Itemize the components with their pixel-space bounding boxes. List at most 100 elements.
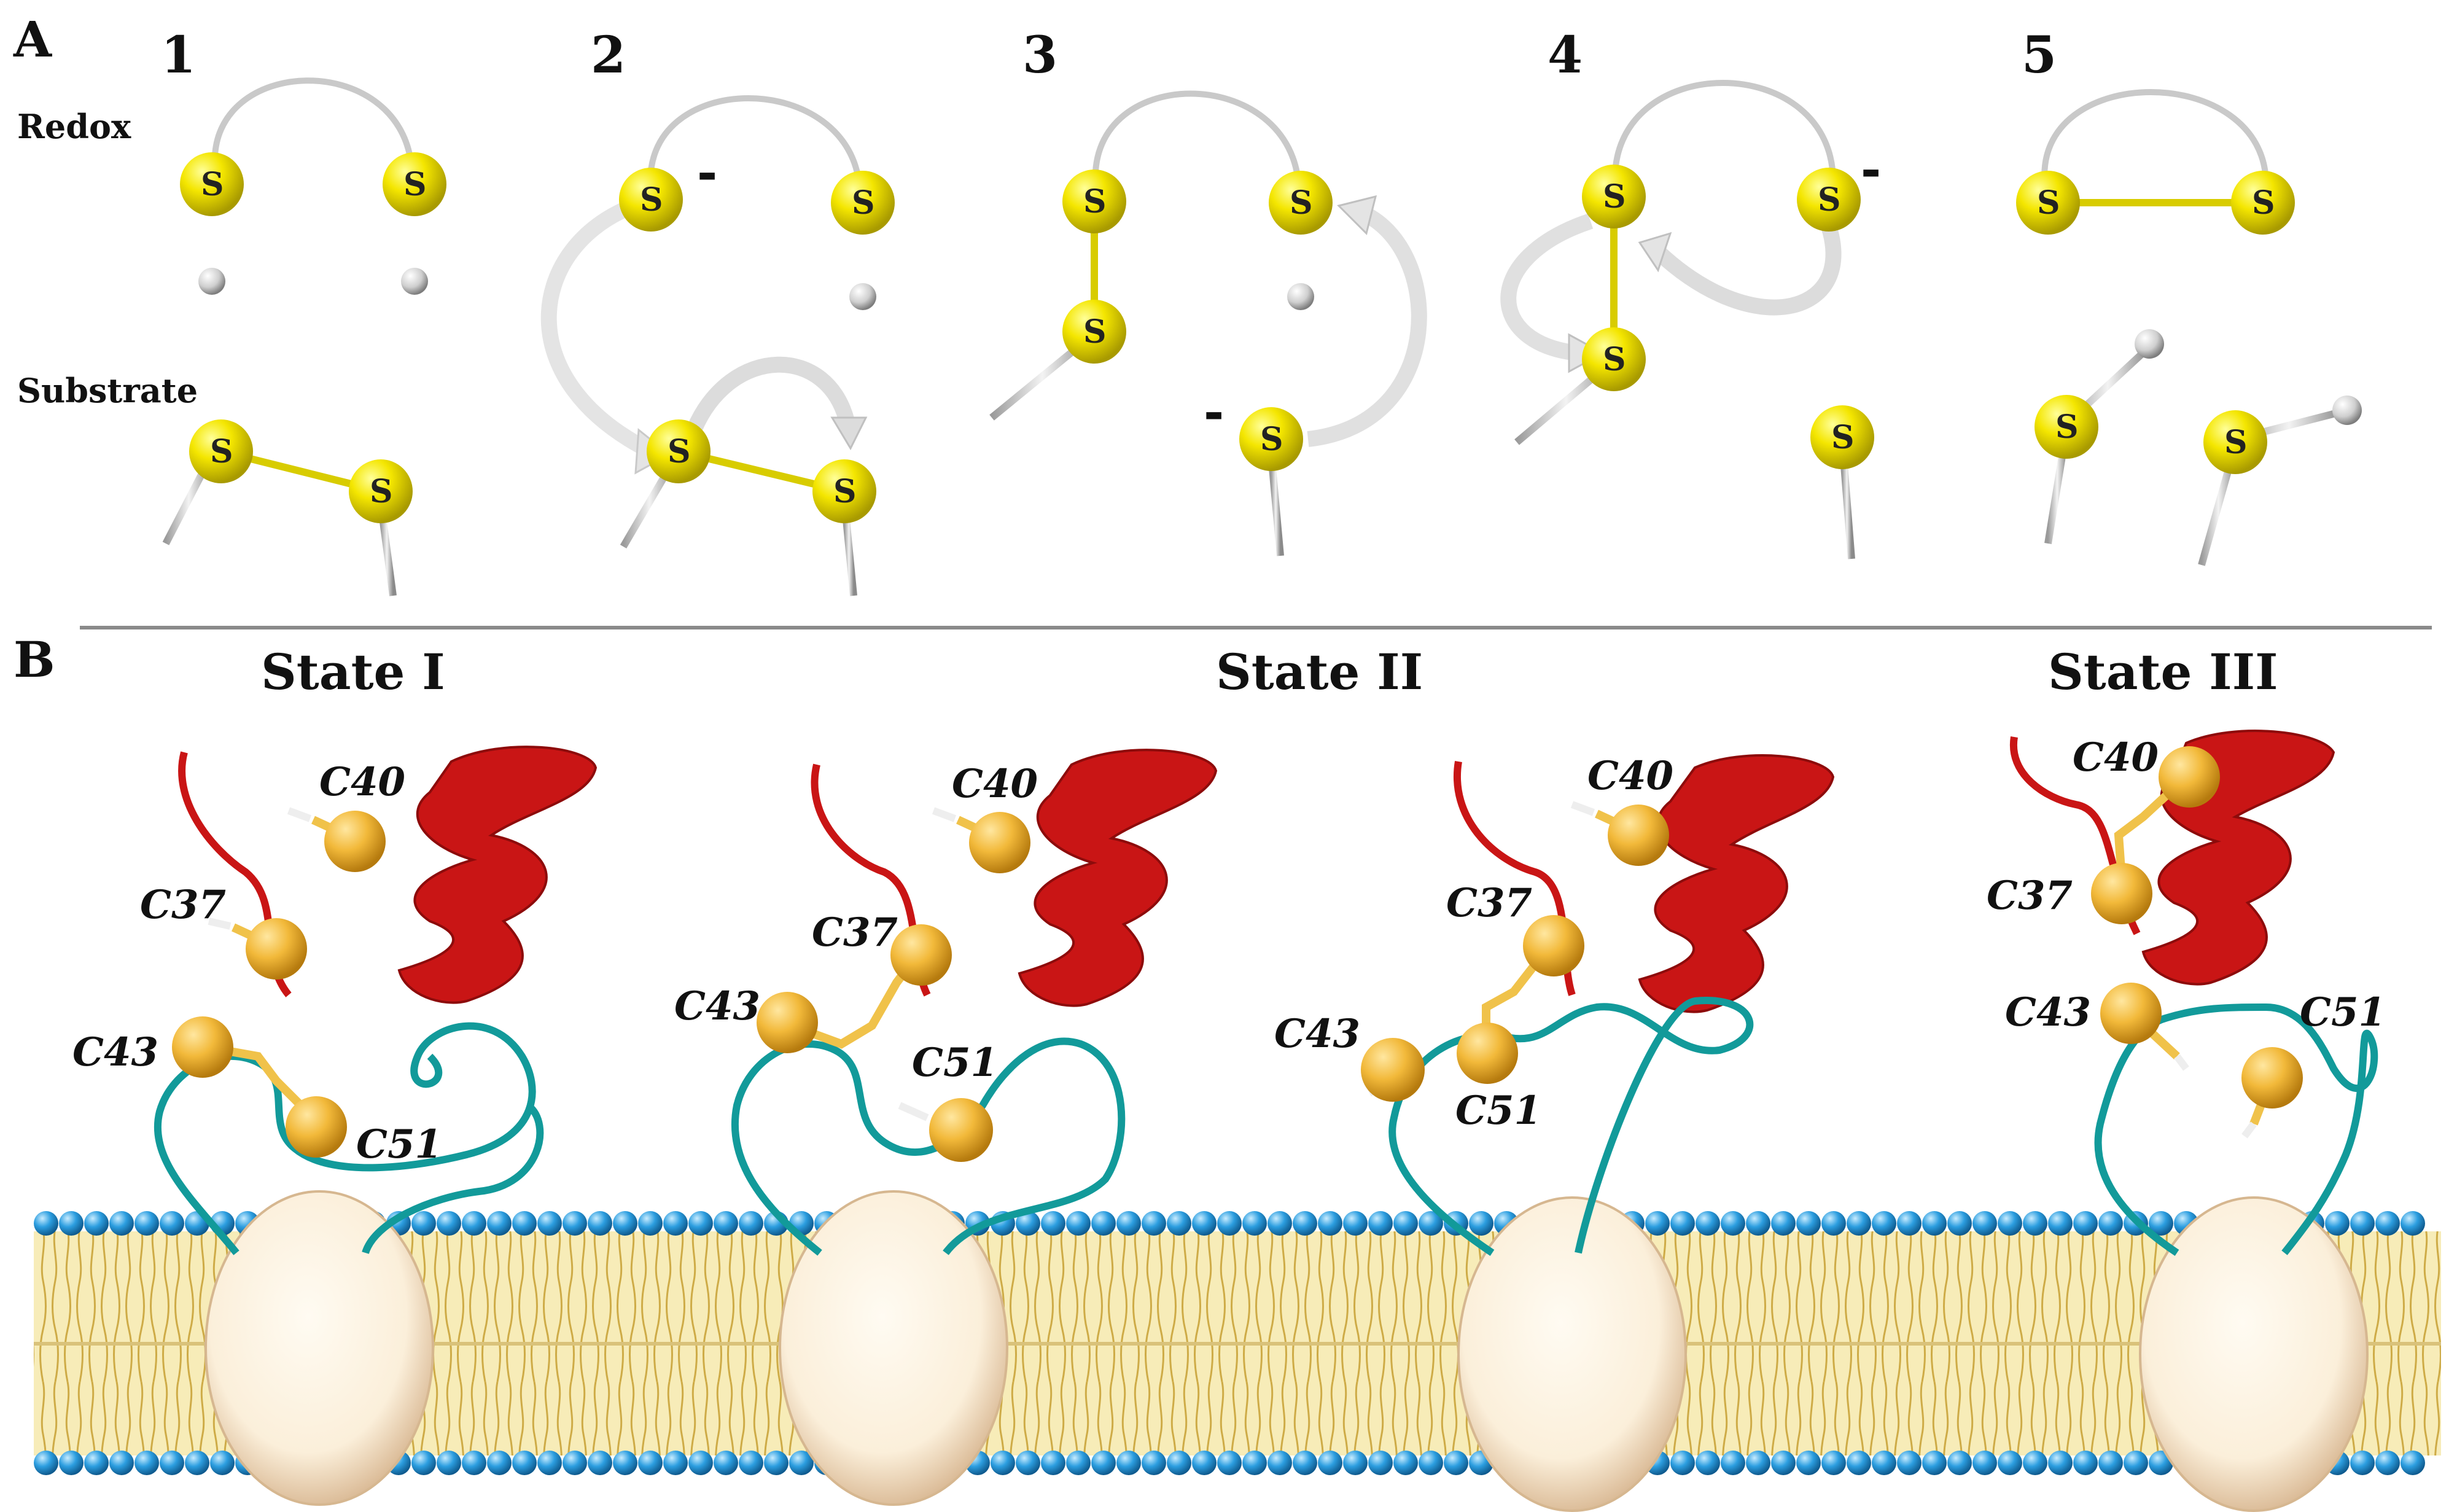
lipid-head — [1872, 1451, 1896, 1475]
lipid-head — [1419, 1451, 1443, 1475]
lipid-head — [1368, 1211, 1393, 1236]
lipid-head — [1091, 1451, 1116, 1475]
lipid-head — [1318, 1211, 1342, 1236]
step-number-3: 3 — [1022, 26, 1057, 85]
step-4-diagram: S S S - S — [1500, 80, 1881, 559]
state-2b-structure: C40 C37 C43 C51 — [1274, 753, 1835, 1256]
sulfur-label: S — [210, 433, 233, 470]
sulfur-label: S — [1083, 313, 1107, 351]
cysteine-sulfur-c43 — [1361, 1038, 1425, 1102]
lipid-head — [1142, 1451, 1166, 1475]
sulfur-atom-icon — [1239, 407, 1303, 471]
panel-b-letter: B — [14, 631, 55, 688]
lipid-head — [2098, 1211, 2123, 1236]
lipid-head — [84, 1211, 109, 1236]
lipid-head — [789, 1451, 814, 1475]
cys-label-c51: C51 — [1455, 1088, 1541, 1134]
lipid-head — [1318, 1451, 1342, 1475]
cysteine-sulfur-c51 — [286, 1096, 347, 1158]
state-label-3: State III — [2048, 643, 2278, 701]
sulfur-atom-icon — [2231, 171, 2295, 235]
lipid-head — [537, 1451, 562, 1475]
lipid-head — [1393, 1451, 1418, 1475]
lipid-head — [1167, 1211, 1191, 1236]
thiolate-charge: - — [697, 145, 717, 202]
lipid-head — [537, 1211, 562, 1236]
lipid-head — [563, 1211, 587, 1236]
sulfur-atom-icon — [2016, 171, 2080, 235]
lipid-head — [2023, 1211, 2047, 1236]
lipid-head — [1116, 1451, 1141, 1475]
lipid-head — [1091, 1211, 1116, 1236]
lipid-head — [1897, 1211, 1922, 1236]
curved-arrow-icon — [540, 201, 655, 459]
cysteine-sulfur-c37 — [246, 918, 307, 980]
lipid-head — [109, 1211, 134, 1236]
cytoplasmic-loop — [1388, 997, 1754, 1256]
lipid-head — [134, 1451, 159, 1475]
lipid-head — [34, 1211, 58, 1236]
lipid-head — [462, 1451, 486, 1475]
sulfur-label: S — [1290, 184, 1313, 222]
lipid-head — [84, 1451, 109, 1475]
lipid-head — [160, 1211, 184, 1236]
cys-label-c40: C40 — [319, 759, 405, 805]
hydrogen-bond-stick — [932, 807, 957, 822]
lipid-head — [1998, 1451, 2022, 1475]
cysteine-sulfur-c51 — [1457, 1023, 1518, 1084]
lipid-head — [487, 1211, 512, 1236]
lipid-head — [2350, 1211, 2375, 1236]
hydrogen-bond-stick — [2241, 1121, 2257, 1139]
lipid-head — [2149, 1211, 2173, 1236]
lipid-head — [1242, 1211, 1267, 1236]
lipid-head — [1066, 1211, 1091, 1236]
sulfur-atom-icon — [1582, 165, 1646, 228]
lipid-head — [1771, 1451, 1796, 1475]
sulfur-atom-icon — [1810, 405, 1874, 469]
lipid-head — [1041, 1451, 1065, 1475]
cysteine-sulfur-c40 — [324, 811, 386, 872]
step-number-5: 5 — [2022, 26, 2057, 85]
step-number-4: 4 — [1548, 26, 1583, 85]
lipid-head — [1897, 1451, 1922, 1475]
thiolate-charge: - — [1204, 384, 1224, 442]
redox-backbone-arc — [211, 77, 415, 166]
lipid-head — [1746, 1451, 1770, 1475]
lipid-head — [2350, 1451, 2375, 1475]
sulfur-label: S — [403, 166, 427, 203]
lipid-head — [1947, 1211, 1972, 1236]
cysteine-sulfur-c51 — [929, 1098, 993, 1162]
sulfur-label: S — [1083, 183, 1107, 220]
hydrogen-atom-icon — [849, 283, 876, 310]
lipid-head — [2375, 1451, 2400, 1475]
lipid-head — [1343, 1211, 1368, 1236]
cysteine-sulfur-c51 — [2241, 1047, 2303, 1109]
lipid-head — [1721, 1451, 1745, 1475]
sulfur-atom-icon — [831, 171, 895, 235]
sulfur-label: S — [2252, 184, 2275, 222]
lipid-head — [109, 1451, 134, 1475]
step-3-diagram: S S S S - — [989, 90, 1427, 556]
lipid-head — [1972, 1451, 1997, 1475]
sulfur-label: S — [1831, 419, 1855, 456]
lipid-head — [588, 1211, 612, 1236]
cys-label-c43: C43 — [72, 1029, 158, 1075]
cytoplasmic-loop — [2094, 1003, 2378, 1256]
cysteine-sulfur-c43 — [757, 992, 818, 1053]
lipid-head — [613, 1211, 637, 1236]
lipid-head — [1267, 1211, 1292, 1236]
lipid-head — [1041, 1211, 1065, 1236]
sulfur-atom-icon — [383, 152, 446, 216]
panel-a-letter: A — [13, 10, 52, 68]
lipid-head — [613, 1451, 637, 1475]
lipid-head — [160, 1451, 184, 1475]
redox-backbone-arc — [647, 95, 863, 191]
lipid-head — [1922, 1451, 1947, 1475]
lipid-head — [1192, 1211, 1217, 1236]
step-number-2: 2 — [591, 26, 626, 85]
cys-label-c51: C51 — [2300, 989, 2386, 1035]
lipid-head — [1116, 1211, 1141, 1236]
membrane-protein — [2139, 1196, 2369, 1512]
lipid-head — [1242, 1451, 1267, 1475]
